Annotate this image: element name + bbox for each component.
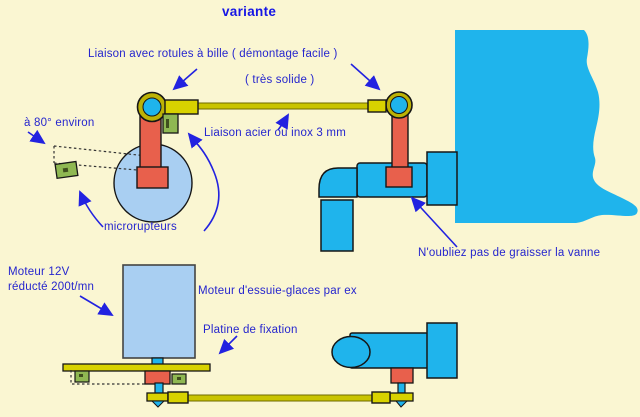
label-solide: ( très solide )	[245, 74, 315, 86]
microswitch-upper	[162, 113, 179, 134]
arrow-rotules-left	[172, 68, 198, 91]
ball-joint-left-ball	[142, 97, 162, 117]
rod-end-right	[367, 99, 387, 113]
arrow-platine	[218, 335, 238, 355]
label-moteur-line2: réducté 200t/mn	[8, 281, 95, 293]
valve2-shaft	[397, 382, 406, 394]
label-angle: à 80° environ	[24, 117, 95, 129]
mounting-plate	[62, 363, 211, 372]
valve2-flange	[426, 322, 458, 379]
label-essuie-glaces: Moteur d'essuie-glaces par ex	[198, 285, 357, 297]
arrow-angle	[27, 129, 46, 145]
rod-end-motor	[167, 391, 189, 404]
valve-crank-hub	[385, 166, 413, 188]
label-microrupteurs: microrupteurs	[104, 221, 177, 233]
label-liaison-acier: Liaison acier ou inox 3 mm	[204, 127, 346, 139]
valve-pipe-down	[320, 199, 354, 252]
hull-shape	[455, 30, 638, 223]
rod-end-valve2	[371, 391, 391, 404]
label-rotules: Liaison avec rotules à bille ( démontage…	[88, 48, 338, 60]
microswitch-lower-detail	[62, 167, 69, 173]
valve-crank-arm	[391, 113, 409, 169]
crank-hub-left	[136, 166, 169, 189]
microswitch-motor-left-detail	[79, 374, 83, 377]
arrow-microswitch-upper	[187, 132, 220, 232]
arrow-moteur	[79, 295, 114, 317]
valve-elbow	[318, 167, 358, 198]
arrow-rotules-right	[350, 63, 381, 91]
valve2-crank-hub	[390, 367, 414, 384]
microswitch-upper-detail	[166, 119, 169, 128]
valve2-ball-link-bar	[389, 392, 414, 402]
linkage-rod-top	[197, 102, 371, 110]
arrow-liaison-acier	[275, 113, 289, 131]
motor-ball-link-pin	[150, 400, 166, 408]
motor-crank-hub	[144, 370, 171, 385]
swing-angle-dash-top	[53, 145, 148, 157]
valve2-nose	[331, 335, 371, 369]
motor-body	[122, 264, 196, 359]
arrow-microswitch-lower	[78, 190, 104, 228]
linkage-rod-bottom	[187, 394, 373, 402]
valve2-ball-link-pin	[394, 400, 409, 408]
page-title: variante	[222, 4, 277, 19]
motor-ball-link-bar	[146, 392, 169, 402]
microswitch-motor-right-detail	[177, 377, 181, 380]
ball-joint-right-ball	[390, 96, 408, 114]
label-platine: Platine de fixation	[203, 324, 298, 336]
label-moteur-line1: Moteur 12V	[8, 266, 70, 278]
label-graisser: N'oubliez pas de graisser la vanne	[418, 247, 601, 259]
valve-flange	[426, 151, 458, 206]
arrow-graisser	[410, 196, 458, 248]
rod-end-left	[164, 99, 199, 115]
